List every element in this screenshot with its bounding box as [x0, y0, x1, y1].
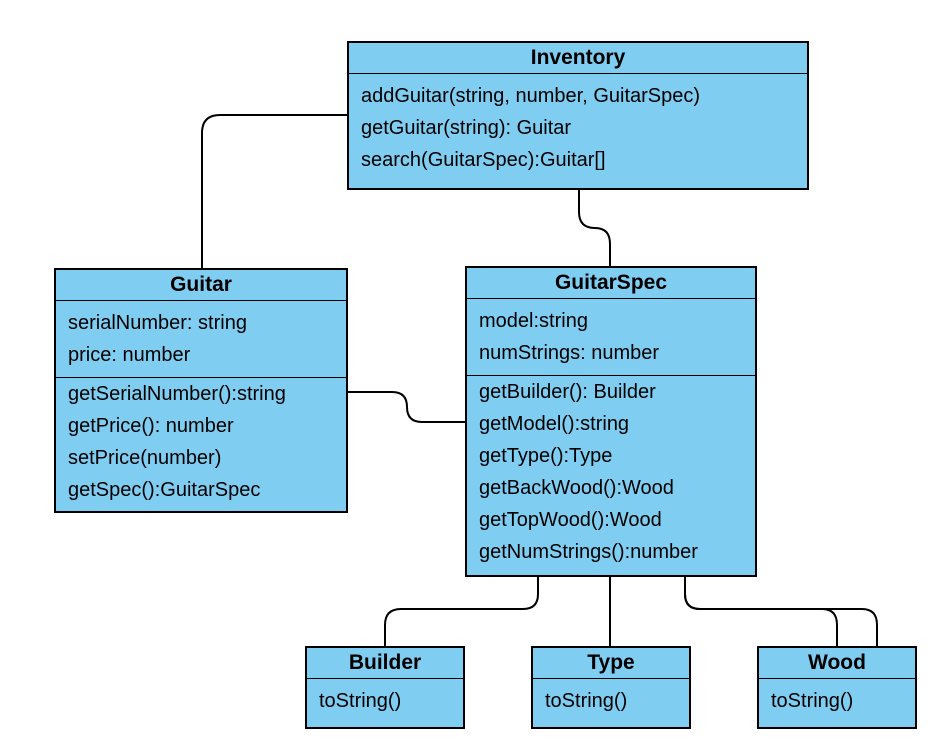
methods-section: toString()	[307, 679, 463, 723]
class-type: Type toString()	[531, 646, 691, 729]
method: setPrice(number)	[68, 447, 222, 469]
class-wood: Wood toString()	[757, 646, 917, 729]
method: toString()	[319, 690, 402, 712]
methods-section: toString()	[533, 679, 689, 723]
attribute: model:string	[479, 310, 588, 332]
attribute: price: number	[68, 344, 191, 366]
attributes-section: model:string numStrings: number	[467, 299, 755, 375]
class-name: Guitar	[56, 270, 346, 301]
method: getNumStrings():number	[479, 541, 698, 563]
method: addGuitar(string, number, GuitarSpec)	[361, 85, 701, 107]
class-guitar: Guitar serialNumber: string price: numbe…	[54, 268, 348, 513]
method: toString()	[771, 690, 854, 712]
attribute: serialNumber: string	[68, 312, 247, 334]
method: getType():Type	[479, 445, 613, 467]
method: toString()	[545, 690, 628, 712]
class-guitarspec: GuitarSpec model:string numStrings: numb…	[465, 266, 757, 577]
class-name: Builder	[307, 648, 463, 679]
class-name: GuitarSpec	[467, 268, 755, 299]
methods-section: addGuitar(string, number, GuitarSpec) ge…	[349, 74, 807, 182]
method: getSerialNumber():string	[68, 383, 286, 405]
method: getBackWood():Wood	[479, 477, 674, 499]
method: search(GuitarSpec):Guitar[]	[361, 149, 606, 171]
method: getGuitar(string): Guitar	[361, 117, 572, 139]
attribute: numStrings: number	[479, 342, 660, 364]
method: getModel():string	[479, 413, 630, 435]
method: getTopWood():Wood	[479, 509, 662, 531]
attributes-section: serialNumber: string price: number	[56, 301, 346, 377]
inventory-guitar-association	[201, 114, 347, 270]
guitarspec-builder-association	[384, 576, 539, 647]
class-builder: Builder toString()	[305, 646, 465, 729]
class-name: Inventory	[349, 43, 807, 74]
class-inventory: Inventory addGuitar(string, number, Guit…	[347, 41, 809, 190]
method: getPrice(): number	[68, 415, 234, 437]
methods-section: getBuilder(): Builder getModel():string …	[467, 375, 755, 574]
methods-section: toString()	[759, 679, 915, 723]
methods-section: getSerialNumber():string getPrice(): num…	[56, 377, 346, 512]
inventory-guitarspec-association	[578, 189, 611, 268]
guitar-guitarspec-association	[347, 391, 466, 423]
method: getBuilder(): Builder	[479, 381, 656, 403]
class-name: Wood	[759, 648, 915, 679]
guitarspec-wood-association-1	[684, 576, 838, 647]
class-name: Type	[533, 648, 689, 679]
guitarspec-wood-association-2	[684, 576, 878, 647]
method: getSpec():GuitarSpec	[68, 479, 261, 501]
